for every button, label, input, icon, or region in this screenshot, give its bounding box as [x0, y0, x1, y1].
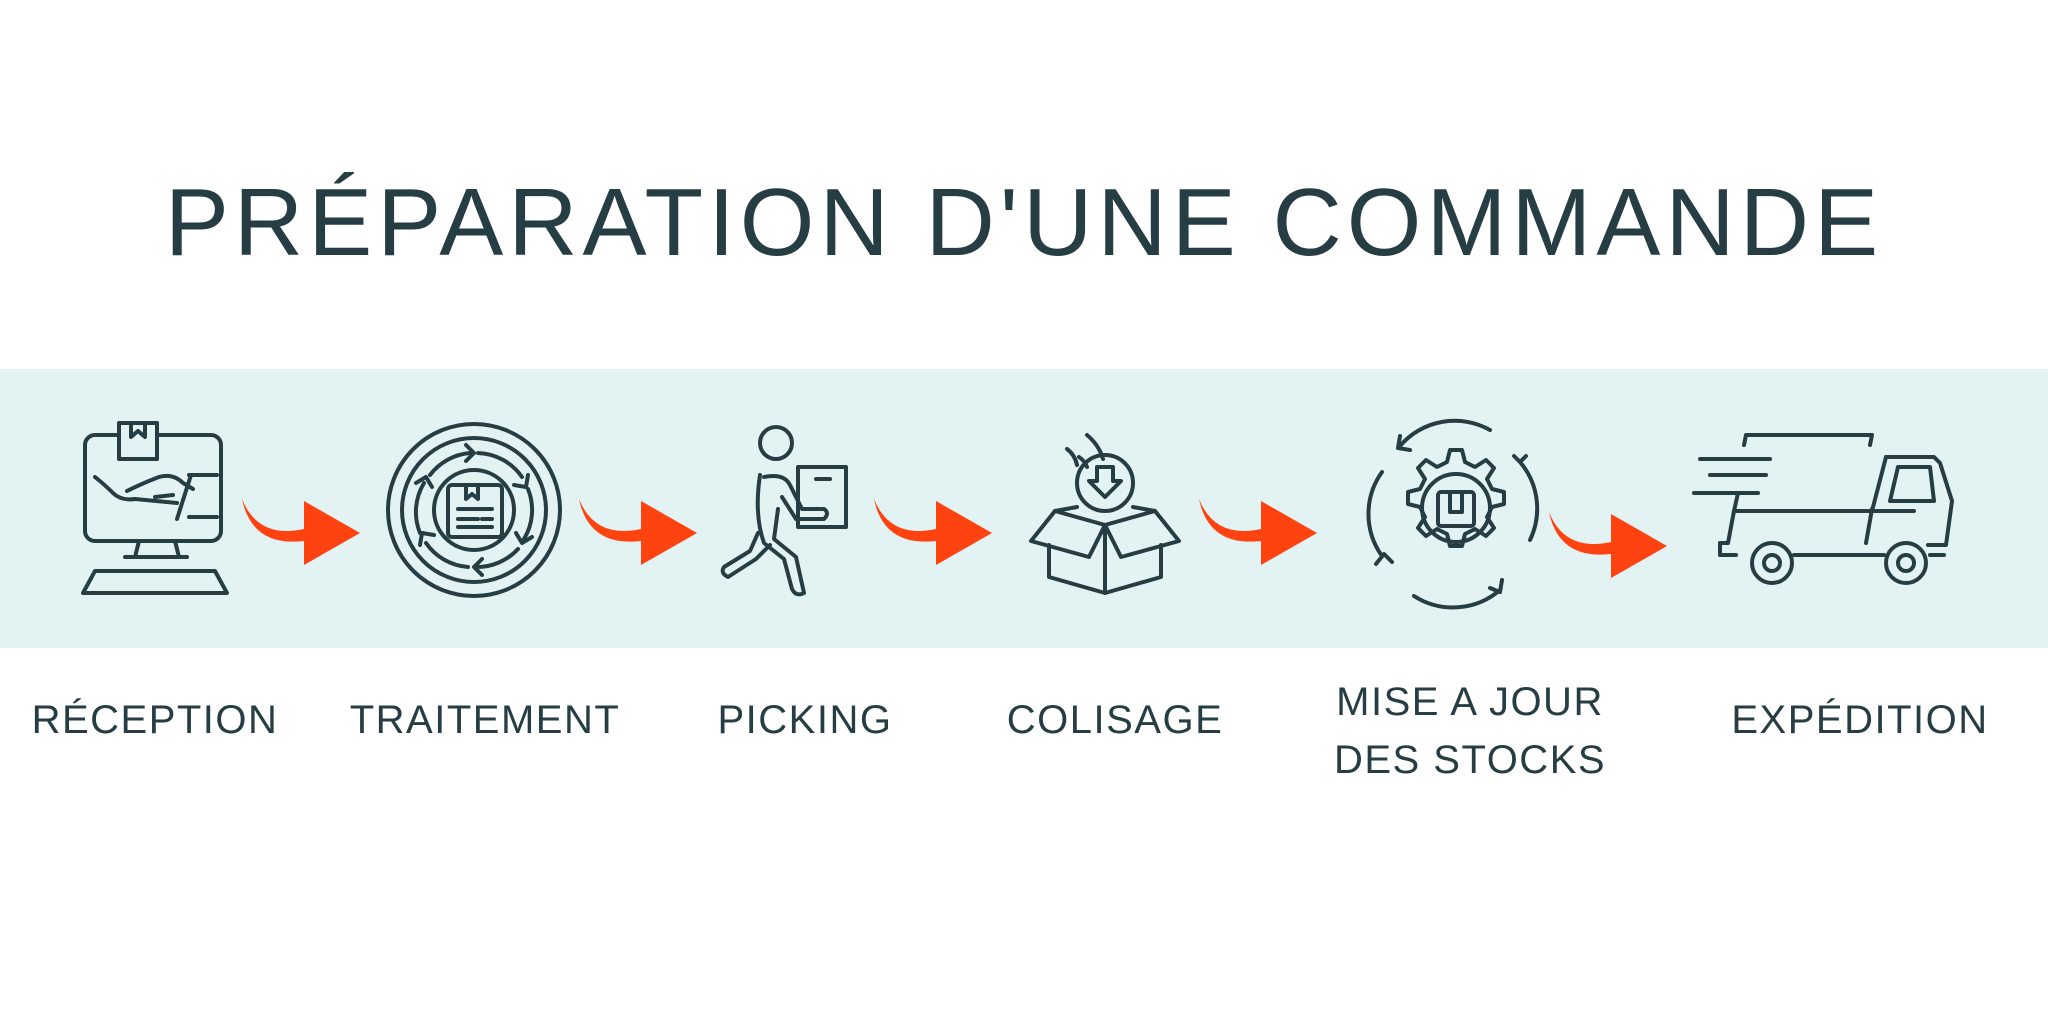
order-processing-cycle-icon — [378, 405, 578, 605]
step-label-picking: PICKING — [717, 698, 893, 742]
curved-right-arrow-icon — [870, 495, 1000, 575]
step-label-reception: RÉCEPTION — [31, 698, 279, 742]
gear-refresh-stock-icon — [1352, 410, 1552, 610]
step-label-mise-a-jour-des-stocks: MISE A JOUR DES STOCKS — [1333, 680, 1607, 782]
step-label-colisage: COLISAGE — [1006, 698, 1224, 742]
process-band — [0, 369, 2048, 648]
person-carrying-box-icon — [700, 405, 900, 605]
open-box-packing-icon — [1005, 405, 1205, 605]
delivery-truck-icon — [1690, 405, 1954, 605]
curved-right-arrow-icon — [1545, 508, 1675, 588]
curved-right-arrow-icon — [238, 495, 368, 575]
curved-right-arrow-icon — [575, 495, 705, 575]
page-title: PRÉPARATION D'UNE COMMANDE — [164, 169, 1884, 276]
computer-hand-package-icon — [55, 405, 255, 605]
curved-right-arrow-icon — [1195, 495, 1325, 575]
step-label-traitement: TRAITEMENT — [349, 698, 621, 742]
step-label-expedition: EXPÉDITION — [1731, 698, 1989, 742]
